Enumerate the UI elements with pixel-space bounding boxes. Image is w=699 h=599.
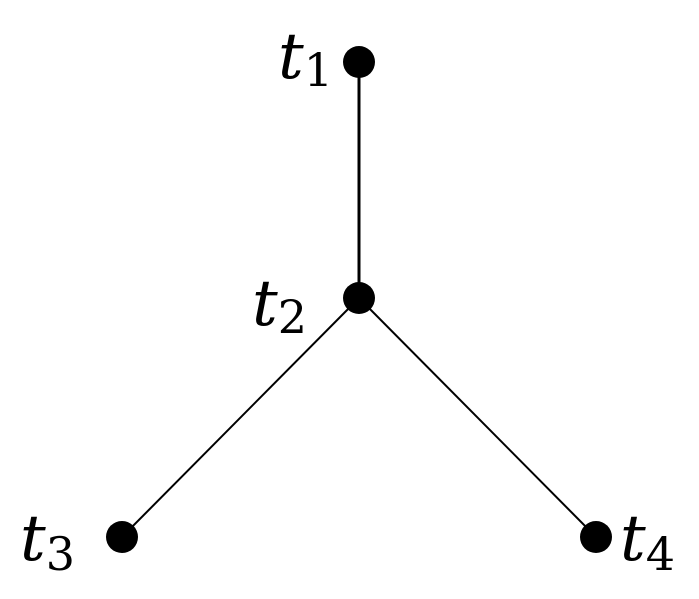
node-t3: [106, 521, 138, 553]
label-t3-var: t: [20, 502, 46, 576]
label-t2-var: t: [252, 267, 278, 341]
label-t3-sub: 3: [46, 527, 75, 581]
nodes: [106, 46, 612, 553]
edges: [121, 62, 597, 538]
label-t4-var: t: [620, 502, 646, 576]
label-t4: t4: [620, 502, 675, 581]
label-t1-var: t: [278, 20, 304, 94]
labels: t1 t2 t3 t4: [20, 20, 675, 581]
edge-t2-t3: [121, 297, 360, 538]
edge-t2-t4: [358, 297, 597, 538]
label-t3: t3: [20, 502, 75, 581]
node-t4: [580, 521, 612, 553]
label-t1-sub: 1: [304, 43, 333, 97]
label-t1: t1: [278, 20, 333, 97]
label-t2-sub: 2: [278, 290, 307, 344]
node-t1: [343, 46, 375, 78]
label-t4-sub: 4: [646, 527, 675, 581]
label-t2: t2: [252, 267, 307, 344]
node-t2: [343, 282, 375, 314]
